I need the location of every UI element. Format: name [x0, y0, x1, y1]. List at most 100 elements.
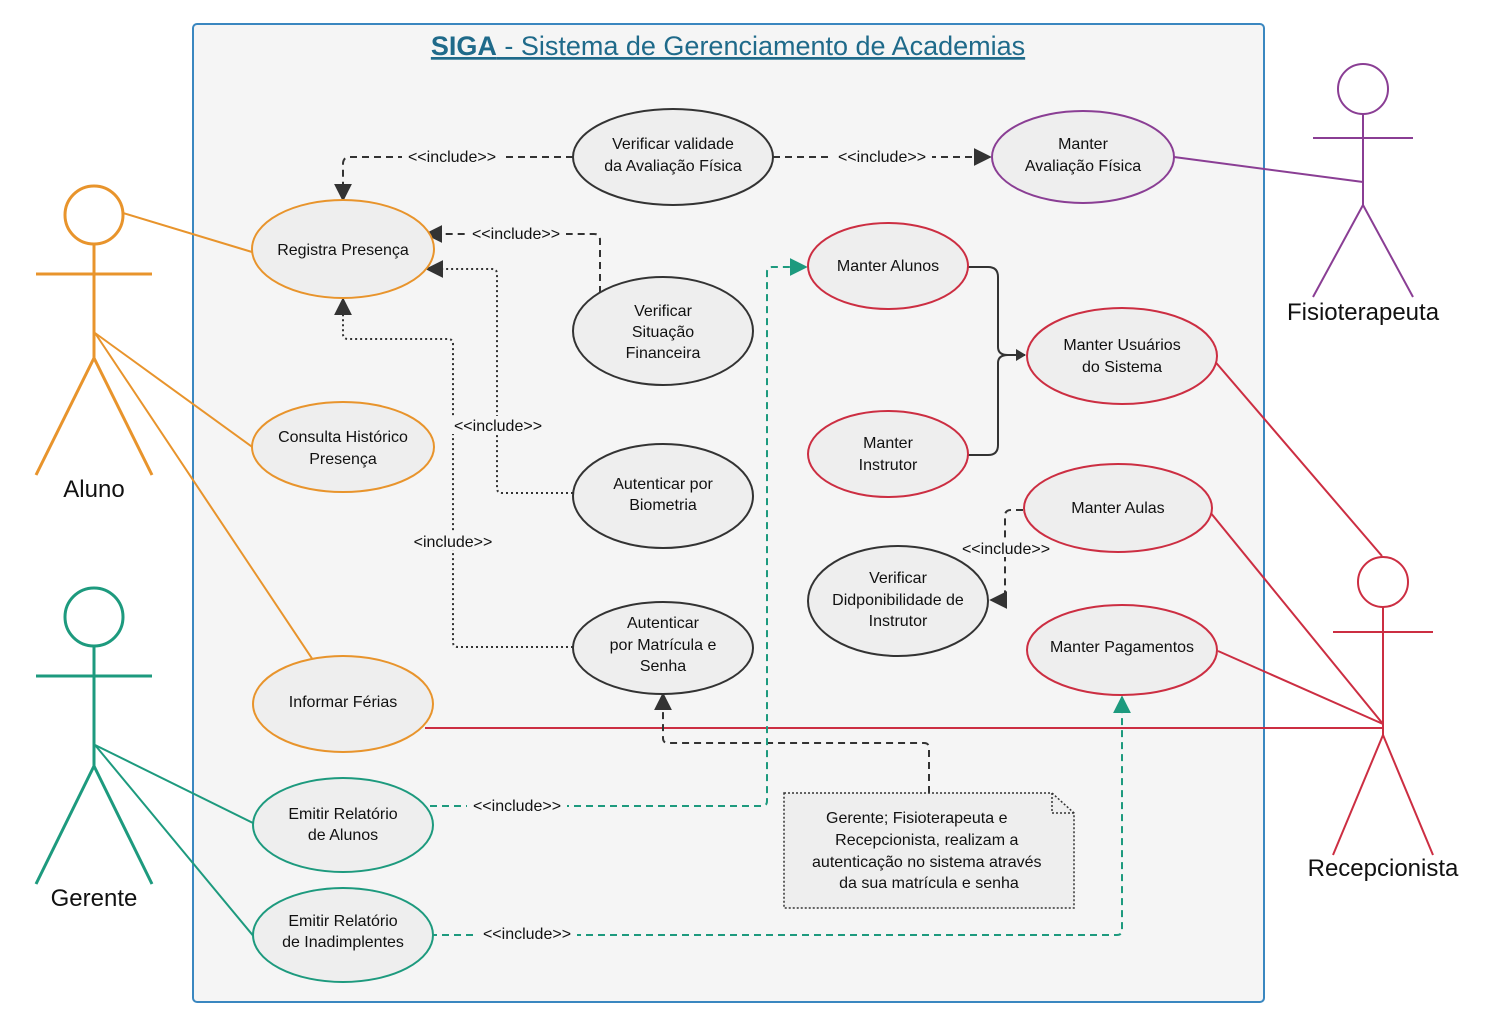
include-validade-registra — [334, 156, 573, 202]
uc-line: Instrutor — [859, 457, 918, 474]
uc-line: Senha — [640, 658, 686, 675]
gen-instrutor-usuarios — [968, 354, 1009, 456]
actor-fisioterapeuta[interactable] — [1312, 63, 1414, 298]
uc-line: Manter Usuários — [1063, 337, 1180, 354]
include-relatorio-inadimplentes — [430, 695, 1131, 936]
uc-line: Manter Pagamentos — [1050, 639, 1194, 656]
uc-line: do Sistema — [1082, 359, 1162, 376]
uc-line: Autenticar — [627, 615, 700, 632]
actor-recepcionista[interactable] — [1332, 556, 1434, 856]
uc-line: Biometria — [629, 497, 697, 514]
note-line: Recepcionista, realizam a — [835, 832, 1018, 849]
actor-recepcionista-label: Recepcionista — [1308, 855, 1459, 882]
assoc-aluno-registra — [122, 212, 253, 253]
use-case-emitir-relatorio-alunos[interactable]: Emitir Relatório de Alunos — [252, 777, 434, 873]
actor-gerente-head-icon — [63, 586, 125, 648]
use-case-manter-alunos[interactable]: Manter Alunos — [807, 222, 969, 310]
uc-line: Emitir Relatório — [288, 806, 397, 823]
assoc-recep-pagamentos — [1217, 650, 1384, 725]
label-include-validade-avaliacao: <<include>> — [838, 149, 926, 166]
assoc-gerente-relatorio-alunos — [94, 744, 256, 825]
svg-text:Manter Pagamentos: Manter Pagamentos — [1050, 639, 1194, 656]
include-relations — [334, 148, 1131, 936]
label-include-biometria-registra: <<include>> — [454, 418, 542, 435]
uc-line: Informar Férias — [289, 694, 397, 711]
assoc-recep-usuarios — [1211, 357, 1383, 557]
uc-line: Verificar — [634, 303, 692, 320]
generalization-lines — [968, 266, 1026, 456]
include-biometria-registra — [425, 260, 573, 494]
note-line: Gerente; Fisioterapeuta e — [826, 810, 1008, 827]
uc-line: Presença — [309, 451, 377, 468]
actor-fisioterapeuta-label: Fisioterapeuta — [1287, 299, 1440, 326]
assoc-gerente-relatorio-inadimplentes — [94, 744, 256, 939]
diagram-title: SIGA - Sistema de Gerenciamento de Acade… — [431, 31, 1025, 61]
include-situacao-registra — [424, 225, 601, 293]
uc-line: de Inadimplentes — [282, 934, 404, 951]
note-box: Gerente; Fisioterapeuta e Recepcionista,… — [783, 792, 1075, 909]
include-relatorio-alunos — [430, 258, 808, 807]
label-include-relatorio-inadimplentes: <<include>> — [483, 926, 571, 943]
use-case-manter-usuarios[interactable]: Manter Usuários do Sistema — [1026, 307, 1218, 405]
assoc-recep-aulas — [1209, 511, 1384, 725]
uc-line: da Avaliação Física — [604, 158, 742, 175]
svg-text:Informar Férias: Informar Férias — [289, 694, 397, 711]
uc-line: Manter Aulas — [1071, 500, 1164, 517]
associations — [94, 156, 1384, 939]
use-case-autenticar-matricula[interactable]: Autenticar por Matrícula e Senha — [572, 601, 754, 695]
uc-line: Manter Alunos — [837, 258, 939, 275]
title-rest: - Sistema de Gerenciamento de Academias — [497, 31, 1025, 61]
label-include-matricula-registra: <include>> — [414, 534, 493, 551]
uc-line: Instrutor — [869, 613, 928, 630]
svg-text:Gerente; Fisioterapeuta e: Gerente; Fisioterapeuta e Recepcionista,… — [812, 810, 1046, 892]
uc-line: Financeira — [626, 345, 701, 362]
uc-line: Situação — [632, 324, 694, 341]
gen-arrow-usuarios — [1016, 349, 1026, 361]
use-case-emitir-relatorio-inadimplentes[interactable]: Emitir Relatório de Inadimplentes — [252, 887, 434, 983]
assoc-aluno-ferias — [94, 332, 314, 661]
actor-aluno-label: Aluno — [63, 476, 124, 503]
use-case-informar-ferias[interactable]: Informar Férias — [252, 655, 434, 753]
actor-aluno-head-icon — [63, 184, 125, 246]
use-case-registra-presenca[interactable]: Registra Presença — [251, 199, 435, 299]
uc-line: Autenticar por — [613, 476, 713, 493]
actor-gerente[interactable] — [34, 586, 154, 885]
uc-line: Manter — [863, 435, 913, 452]
actor-aluno[interactable] — [34, 184, 154, 476]
actor-gerente-label: Gerente — [51, 885, 138, 912]
actor-fisioterapeuta-head-icon — [1337, 63, 1389, 115]
assoc-aluno-consulta — [94, 332, 256, 450]
uc-line: Emitir Relatório — [288, 913, 397, 930]
use-case-manter-pagamentos[interactable]: Manter Pagamentos — [1026, 604, 1218, 696]
use-case-manter-aulas[interactable]: Manter Aulas — [1023, 463, 1213, 553]
uc-line: Manter — [1058, 136, 1108, 153]
assoc-fisio-avaliacao — [1173, 156, 1364, 183]
label-include-aulas-disponibilidade: <<include>> — [962, 541, 1050, 558]
uc-line: Didponibilidade de — [832, 592, 964, 609]
uc-line: por Matrícula e — [610, 637, 717, 654]
note-line: autenticação no sistema através — [812, 854, 1041, 871]
svg-text:Manter Aulas: Manter Aulas — [1071, 500, 1164, 517]
uc-line: de Alunos — [308, 827, 378, 844]
uc-line: Verificar — [869, 570, 927, 587]
label-include-relatorio-alunos: <<include>> — [473, 798, 561, 815]
svg-text:Manter Alunos: Manter Alunos — [837, 258, 939, 275]
